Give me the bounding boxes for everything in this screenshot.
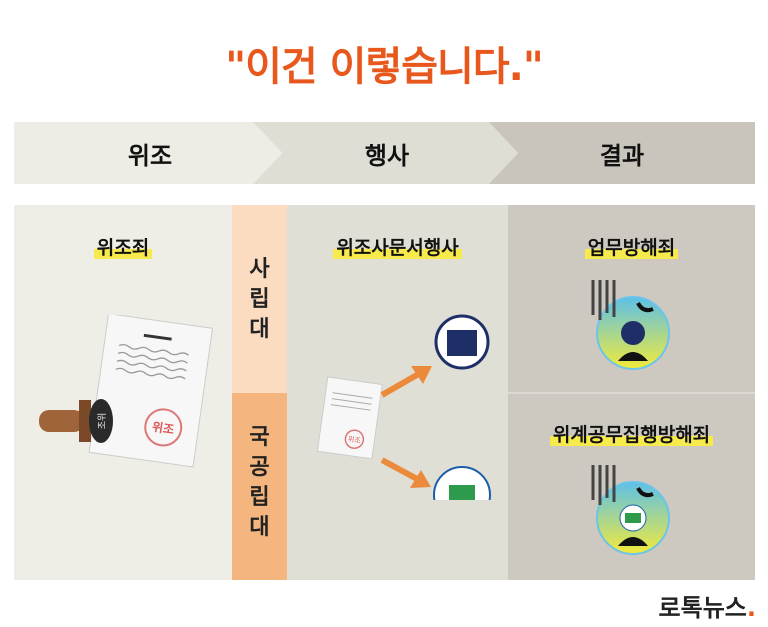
crime-obstruction: 업무방해죄 [508, 233, 755, 260]
stamp-mark-text: 위조 [151, 420, 175, 437]
step-use: 행사 [253, 122, 521, 184]
private-university-label: 사립대 [249, 257, 270, 342]
private-university-emblem-icon [434, 314, 490, 370]
forged-document-stamp-illustration: 위조 조위 [39, 315, 214, 468]
arrow-up-icon [380, 369, 424, 398]
crime-forgery: 위조죄 [14, 233, 232, 260]
step-label: 위조 [127, 141, 173, 170]
step-forgery: 위조 [14, 122, 286, 184]
use-panel: 위조사문서행사 위조 [287, 205, 508, 580]
public-university-column: 국공립대 [232, 393, 287, 580]
step-result: 결과 [489, 122, 755, 184]
step-label: 결과 [599, 141, 645, 170]
step-label: 행사 [364, 141, 410, 170]
document-flow-illustration: 위조 [316, 314, 491, 500]
arrow-down-icon [380, 457, 421, 483]
page-title: "이건 이렇습니다." [225, 44, 543, 90]
forgery-panel: 위조죄 위조 조위 [14, 205, 232, 580]
brand-logo: 로톡뉴스. [658, 594, 756, 622]
private-university-column: 사립대 [232, 205, 287, 393]
public-university-emblem-icon [433, 466, 491, 500]
result-divider [508, 392, 755, 394]
shocked-face-icon [591, 465, 670, 555]
crime-obstruction-official-duty: 위계공무집행방해죄 [508, 420, 755, 447]
svg-text:위조: 위조 [347, 435, 361, 445]
shocked-face-icon [591, 280, 670, 370]
crime-use: 위조사문서행사 [287, 233, 508, 260]
svg-text:조위: 조위 [97, 413, 108, 430]
public-university-label: 국공립대 [249, 425, 270, 540]
stamp-handle-icon [39, 410, 84, 432]
